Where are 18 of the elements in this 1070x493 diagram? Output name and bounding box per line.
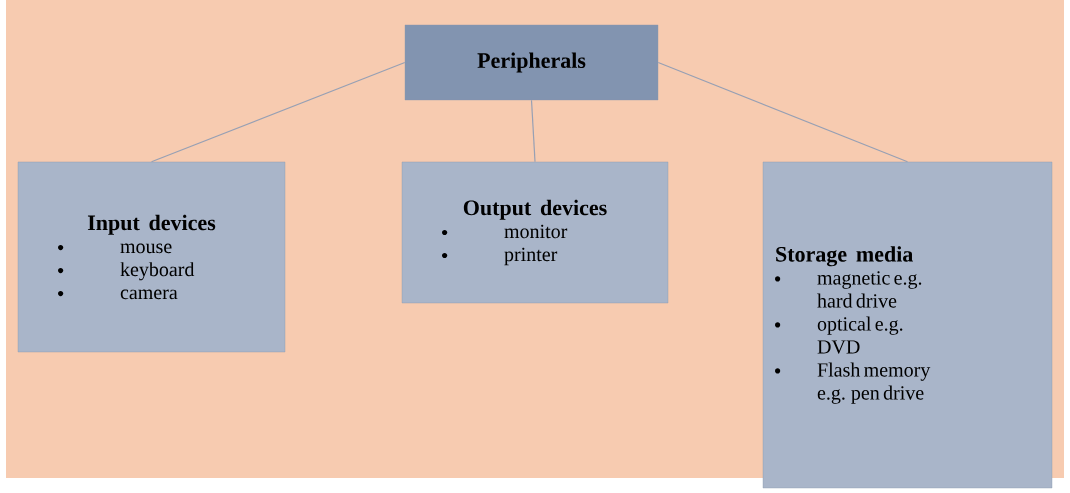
category-box [404,24,659,101]
list-item: optical e.g. DVD [775,316,903,354]
list-item: camera [58,289,178,300]
box-heading: Output devices [463,199,607,220]
connector-line [150,61,406,163]
category-box [17,161,286,353]
box-heading: Input devices [87,214,216,235]
list-item: Flash memory e.g. pen drive [775,362,931,404]
list-item: mouse [58,243,172,254]
category-box [762,161,1053,489]
list-item: printer [442,247,558,266]
connector-line [530,99,536,163]
list-item: keyboard [58,262,195,281]
list-item: monitor [442,224,568,239]
category-box [401,161,669,304]
connector-line [657,61,909,163]
box-heading: Storage media [776,246,913,267]
box-heading: Peripherals [477,52,586,73]
